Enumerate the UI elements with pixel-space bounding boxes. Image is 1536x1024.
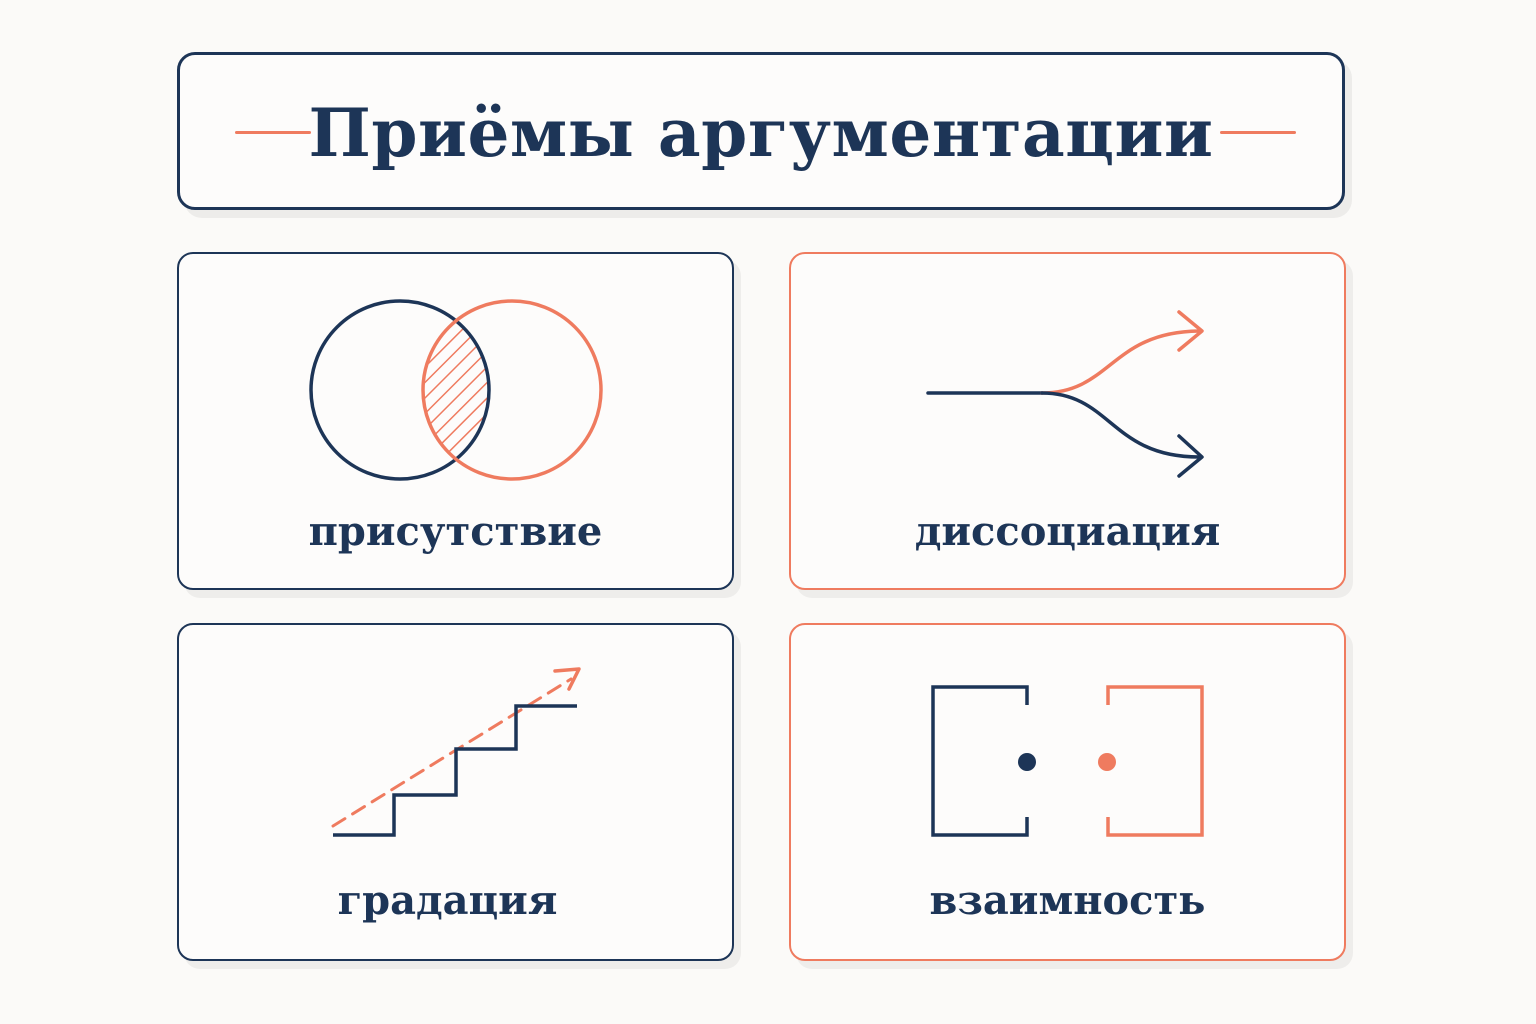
venn-right-circle [421,299,603,481]
split-arrow-upper-branch [1040,329,1201,395]
stairs-dashed-trend [331,677,573,828]
card-label-gradation: градация [337,877,558,924]
stairs-steps [333,704,577,837]
mirrored-brackets-icon [931,685,1204,837]
upper-arrowhead-icon [1177,310,1204,352]
split-arrow-icon [926,310,1204,478]
card-label-reciprocity: взаимность [929,877,1206,924]
title-right-dash [1220,131,1296,134]
page-title: Приёмы аргументации [308,94,1214,172]
card-label-presence: присутствие [308,508,603,555]
card-dissociation: диссоциация [789,252,1346,590]
right-dot [1098,753,1116,771]
card-reciprocity: взаимность [789,623,1346,961]
title-left-dash [235,131,311,134]
left-bracket-shape [931,685,1029,837]
left-dot [1018,753,1036,771]
stairs-arrow-icon [331,667,581,837]
trend-arrowhead-icon [553,667,581,691]
venn-intersection [423,301,489,479]
card-label-dissociation: диссоциация [914,508,1221,555]
lower-arrowhead-icon [1177,434,1204,478]
title-banner: Приёмы аргументации [177,52,1345,210]
venn-diagram-icon [309,299,603,481]
split-arrow-lower-branch [1040,391,1201,459]
card-presence: присутствие [177,252,734,590]
right-bracket-shape [1106,685,1204,837]
venn-left-circle [309,299,491,481]
card-gradation: градация [177,623,734,961]
